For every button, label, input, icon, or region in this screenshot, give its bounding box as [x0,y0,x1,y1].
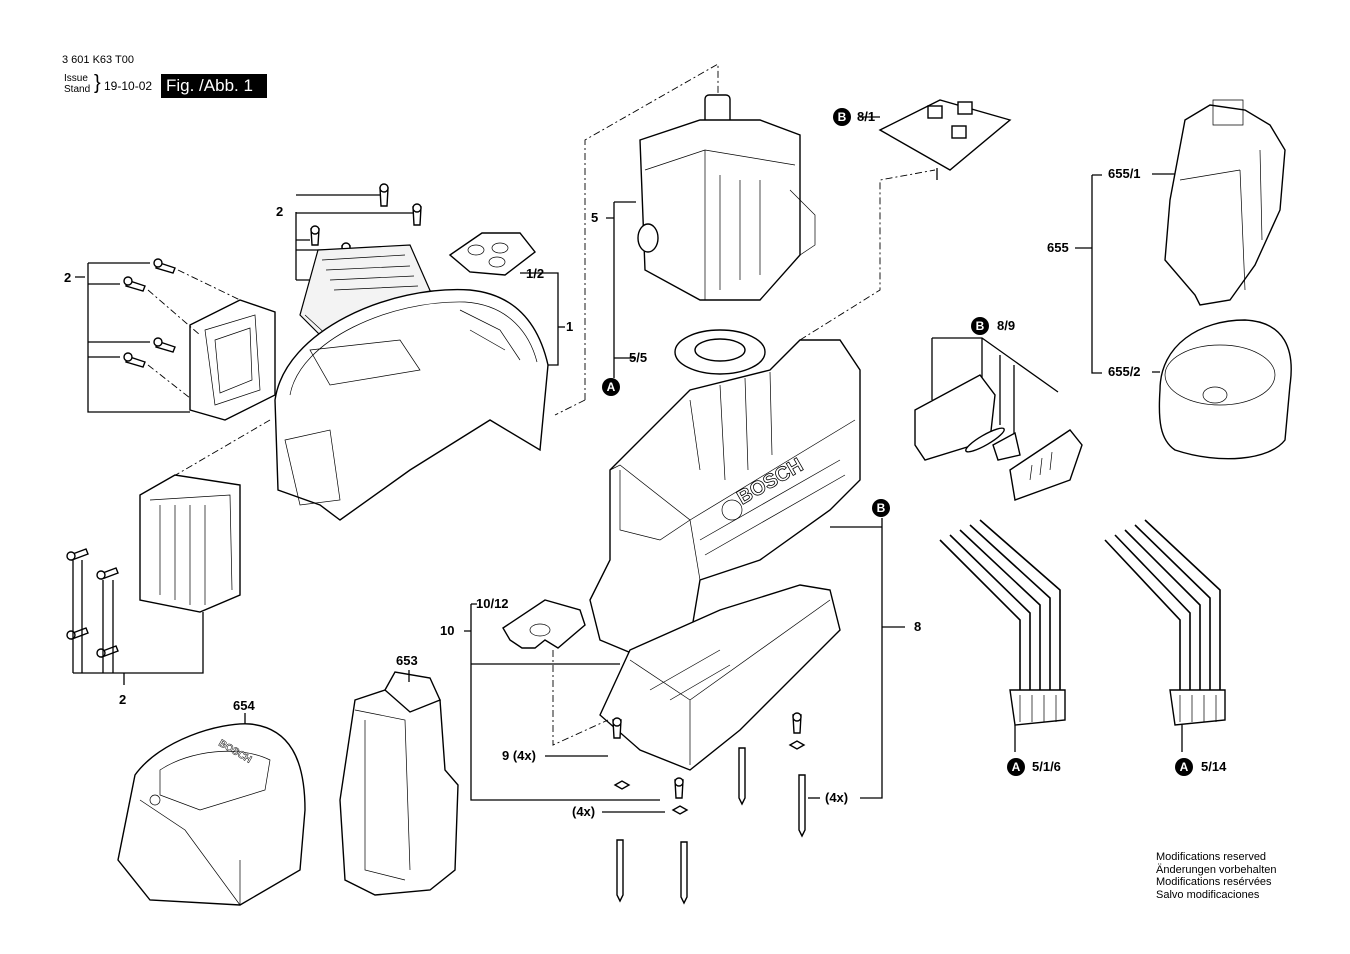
badge-a: A [1175,758,1193,776]
badge-a: A [1007,758,1025,776]
ring-adapter [674,329,766,375]
callout-5-14: 5/14 [1201,759,1227,774]
issue-date: 19-10-02 [104,79,153,93]
top-plate [448,232,536,276]
left-window-frame [189,299,276,421]
callout-655: 655 [1047,240,1069,255]
callout-5: 5 [591,210,599,225]
callout-655-2: 655/2 [1108,364,1141,379]
callout-2-top-bracket [295,194,414,281]
screws-bottom [66,548,119,658]
brace: } [94,72,101,94]
callout-8-9: 8/9 [997,318,1016,333]
callout-2-bottom-bracket [72,560,204,685]
base-screws [612,712,806,815]
assembly-dash-line [799,169,936,341]
note-line: Salvo modificaciones [1156,888,1260,901]
battery-adapter-lower [1158,319,1292,460]
issue-label: Issue [64,73,88,84]
cable-harness-2 [1104,519,1226,726]
callout-5-1-6: 5/1/6 [1032,759,1061,774]
clip [502,599,586,649]
laser-module [637,94,816,301]
badge-b: B [833,108,851,126]
callout-10: 10 [440,623,455,638]
badge-b: B [971,317,989,335]
cable-harness-1 [939,519,1066,726]
callout-5-bracket [606,201,636,378]
battery-latch-set [914,337,1083,501]
callout-8-1: 8/1 [857,109,876,124]
assembly-dash-line [584,63,719,400]
callout-4x-right: (4x) [825,790,849,805]
base-plate [599,584,841,771]
callout-2-bottom: 2 [119,692,127,707]
callout-655-1: 655/1 [1108,166,1141,181]
front-window-frame [139,474,241,613]
callout-5-5: 5/5 [629,350,648,365]
callout-1: 1 [566,319,574,334]
main-chassis [589,339,861,666]
callout-2-left: 2 [64,270,72,285]
modification-notes: Modifications reserved Änderungen vorbeh… [1156,851,1276,901]
long-screws [616,747,806,905]
note-line: Modifications reserved [1156,851,1267,863]
charger [117,723,306,906]
part-number: 3 601 K63 T00 [62,54,134,66]
note-line: Änderungen vorbehalten [1156,863,1277,876]
callout-654: 654 [233,698,255,713]
figure-label: Fig. /Abb. 1 [161,74,267,98]
callout-2-top: 2 [276,204,284,219]
note-line: Modifications resérvées [1156,876,1272,888]
assembly-dash-line [554,399,586,416]
badge-a: A [602,378,620,396]
callout-655-bracket [1075,173,1175,374]
callout-9: 9 (4x) [502,748,536,763]
callout-653: 653 [396,653,418,668]
callout-8-bracket [830,518,905,799]
callout-1-2: 1/2 [526,266,545,281]
callout-8: 8 [914,619,922,634]
circuit-board [878,99,1012,171]
battery-adapter-upper [1164,99,1286,306]
battery-pack [339,671,459,896]
housing-cover [274,288,549,521]
issue-stand-label: Issue Stand [64,73,90,95]
badge-b: B [872,499,890,517]
callout-4x-mid: (4x) [572,804,596,819]
callout-10-12: 10/12 [476,596,509,611]
callout-2-left-bracket [75,262,190,413]
stand-label: Stand [64,84,91,95]
screws-left [123,258,176,368]
